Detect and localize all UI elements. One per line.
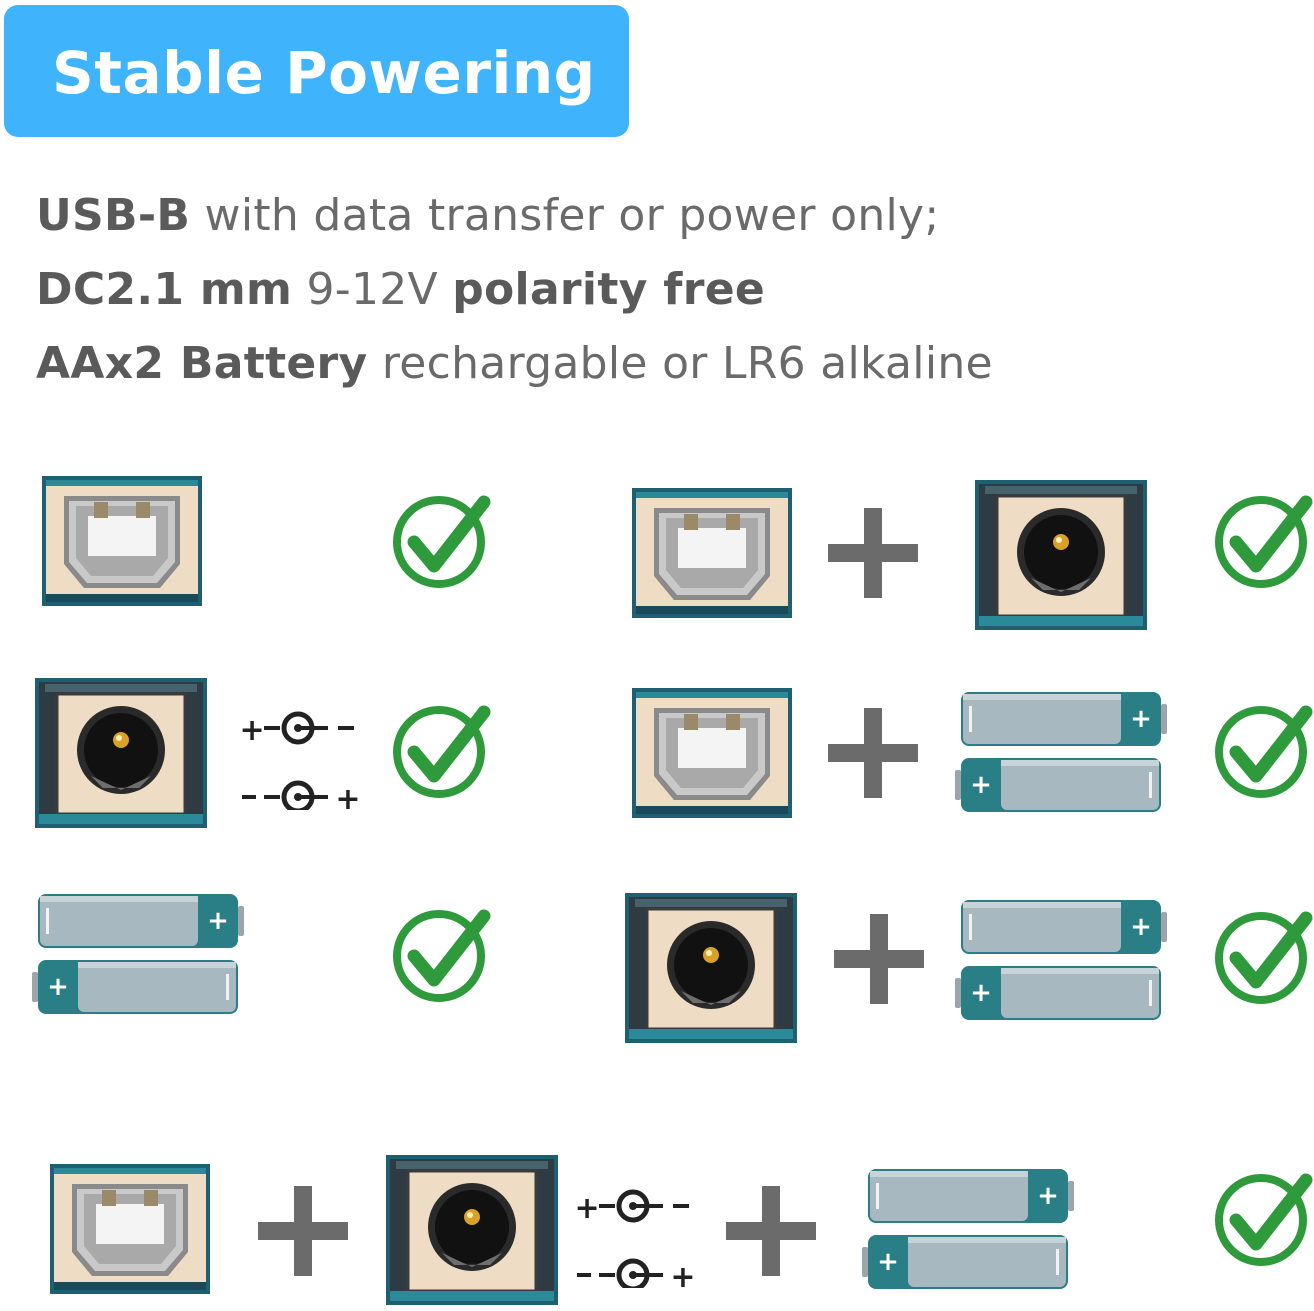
title-banner: Stable Powering (4, 5, 629, 137)
plus-sign-icon (834, 914, 924, 1004)
check-icon (1214, 906, 1314, 1006)
spec-battery-text: rechargable or LR6 alkaline (367, 338, 993, 389)
spec-dc-text: 9-12V (292, 264, 453, 315)
usb-b-port-icon (42, 476, 202, 606)
dc-jack-icon (386, 1155, 558, 1305)
polarity-free-icon (240, 698, 362, 810)
check-icon (392, 490, 492, 590)
polarity-free-icon (575, 1176, 697, 1288)
aa-battery-icon (955, 754, 1167, 816)
dc-jack-icon (35, 678, 207, 828)
dc-jack-icon (975, 480, 1147, 630)
check-icon (392, 904, 492, 1004)
spec-battery: AAx2 Battery rechargable or LR6 alkaline (36, 338, 993, 389)
spec-usb-b-bold: USB-B (36, 190, 191, 241)
check-icon (392, 700, 492, 800)
aa-battery-icon (955, 962, 1167, 1024)
spec-usb-b: USB-B with data transfer or power only; (36, 190, 940, 241)
spec-battery-bold: AAx2 Battery (36, 338, 368, 389)
dc-jack-icon (625, 893, 797, 1043)
aa-battery-icon (862, 1165, 1074, 1227)
aa-battery-icon (862, 1231, 1074, 1293)
usb-b-port-icon (632, 688, 792, 818)
check-icon (1214, 490, 1314, 590)
usb-b-port-icon (632, 488, 792, 618)
aa-battery-icon (32, 890, 244, 952)
aa-battery-icon (955, 896, 1167, 958)
spec-usb-b-text: with data transfer or power only; (190, 190, 940, 241)
plus-sign-icon (828, 708, 918, 798)
check-icon (1214, 1168, 1314, 1268)
check-icon (1214, 700, 1314, 800)
plus-sign-icon (258, 1186, 348, 1276)
plus-sign-icon (726, 1186, 816, 1276)
plus-sign-icon (828, 508, 918, 598)
aa-battery-icon (32, 956, 244, 1018)
page-title: Stable Powering (52, 39, 596, 107)
spec-dc-bold: DC2.1 mm (36, 264, 293, 315)
spec-dc-jack: DC2.1 mm 9-12V polarity free (36, 264, 765, 315)
spec-dc-bold2: polarity free (452, 264, 765, 315)
usb-b-port-icon (50, 1164, 210, 1294)
aa-battery-icon (955, 688, 1167, 750)
